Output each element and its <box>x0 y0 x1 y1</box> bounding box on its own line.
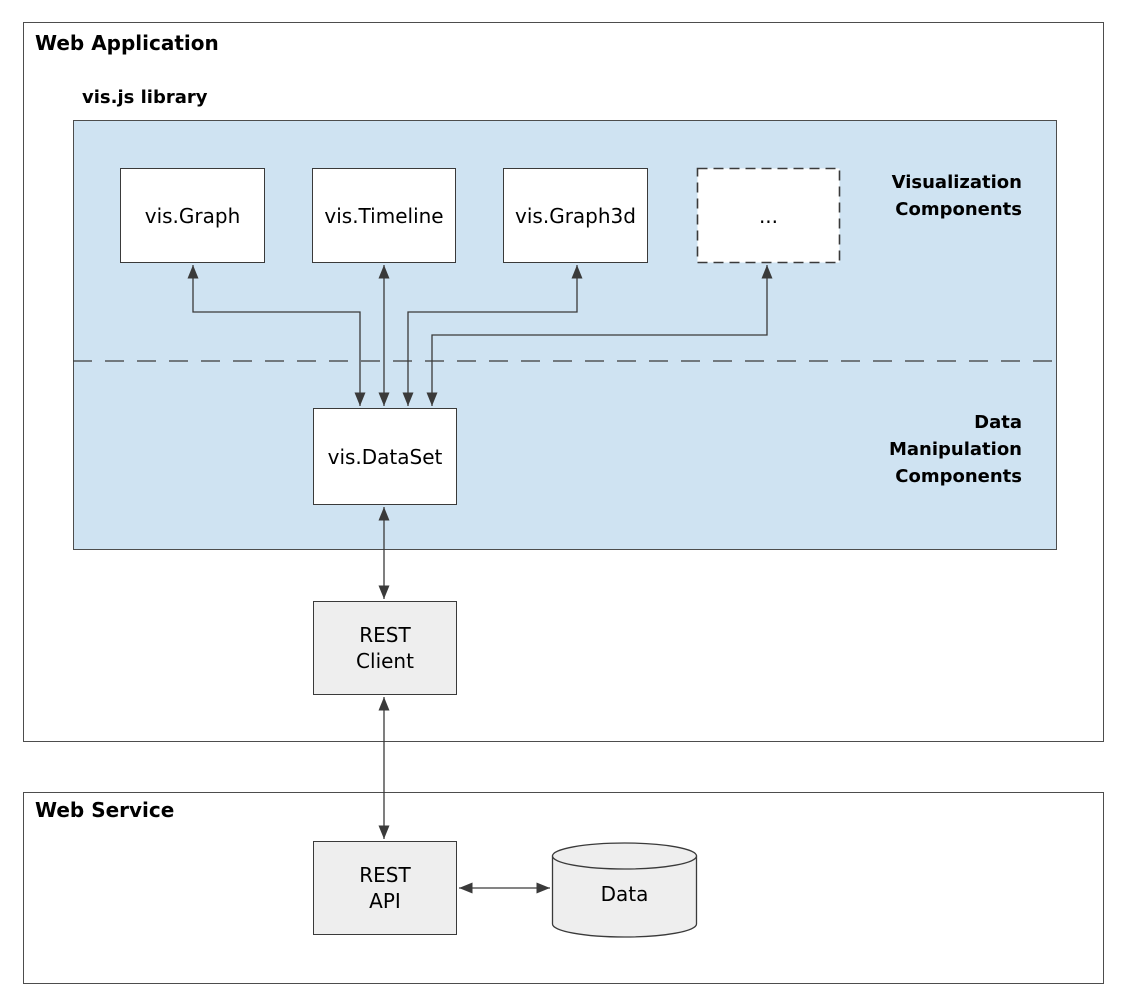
rest-client-box: REST Client <box>313 601 457 695</box>
vis-graph-box: vis.Graph <box>120 168 265 263</box>
vis-graph3d-label: vis.Graph3d <box>515 203 636 228</box>
more-components-label: ... <box>758 203 779 228</box>
vis-dataset-box: vis.DataSet <box>313 408 457 505</box>
vis-timeline-box: vis.Timeline <box>312 168 456 263</box>
visjs-library-title: vis.js library <box>82 87 208 108</box>
web-service-title: Web Service <box>35 798 175 822</box>
rest-api-box: REST API <box>313 841 457 935</box>
vis-dataset-label: vis.DataSet <box>327 444 443 469</box>
visualization-components-label: Visualization Components <box>891 172 1022 220</box>
vis-graph-label: vis.Graph <box>144 203 241 228</box>
more-components-label-holder: ... <box>697 168 840 263</box>
rest-client-label: REST Client <box>356 623 414 673</box>
data-label: Data <box>600 882 649 906</box>
vis-timeline-label: vis.Timeline <box>324 203 444 228</box>
web-application-title: Web Application <box>35 31 219 55</box>
data-manipulation-components-label: Data Manipulation Components <box>888 412 1022 487</box>
vis-graph3d-box: vis.Graph3d <box>503 168 648 263</box>
data-cylinder-label: Data <box>552 858 697 930</box>
rest-api-label: REST API <box>359 863 411 913</box>
